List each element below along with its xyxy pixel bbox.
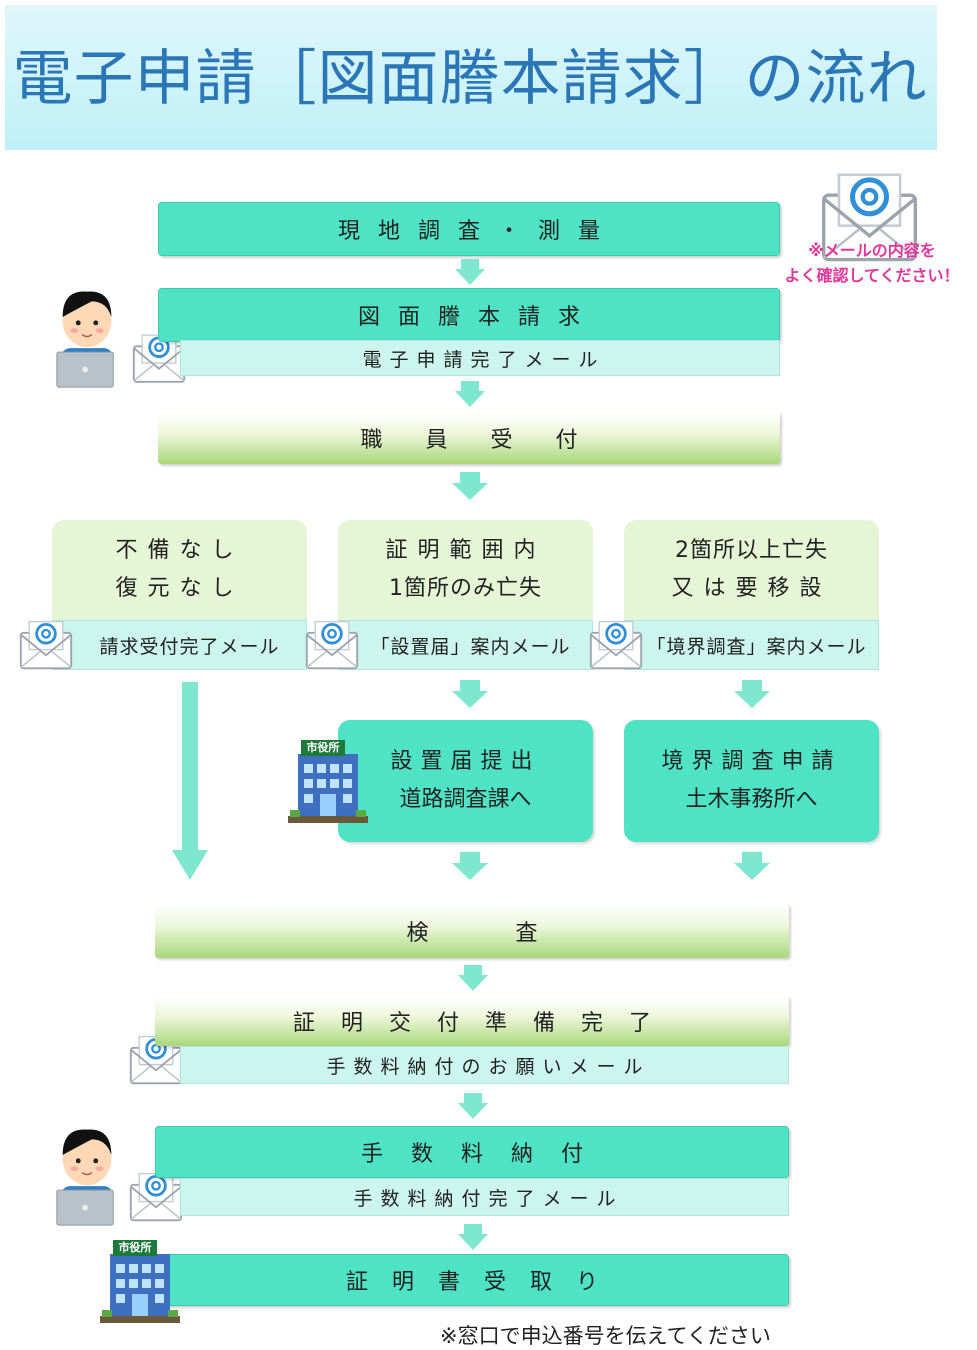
- arrow-down-icon: [455, 381, 485, 407]
- branch-b: 証明範囲内 1箇所のみ亡失: [338, 520, 593, 620]
- arrow-down-icon: [452, 680, 488, 708]
- step-pay: 手数料納付: [155, 1126, 789, 1178]
- city-hall-sign: 市役所: [301, 740, 345, 756]
- page-title: 電子申請［図面謄本請求］の流れ: [0, 30, 940, 117]
- branch-a-line-2: 復元なし: [115, 570, 243, 608]
- fee-request-mail: 手数料納付のお願いメール: [180, 1046, 789, 1084]
- branch-c: 2箇所以上亡失 又は要移設: [624, 520, 879, 620]
- step-staff-reception: 職 員 受 付: [158, 412, 780, 464]
- submit-installation-label: 設置届提出: [390, 743, 540, 781]
- branch-b-line-2: 1箇所のみ亡失: [389, 570, 542, 608]
- request-complete-mail: 電子申請完了メール: [180, 340, 780, 376]
- city-hall-sign: 市役所: [113, 1240, 157, 1256]
- branch-c-mail: 「境界調査」案内メール: [624, 620, 879, 670]
- email-at-icon: [588, 616, 644, 672]
- check-mail-note: ※メールの内容を よく確認してください！: [772, 238, 972, 288]
- footer-note: ※窓口で申込番号を伝えてください: [440, 1320, 860, 1350]
- arrow-down-icon: [458, 965, 488, 991]
- boundary-survey-dept: 土木事務所へ: [685, 781, 817, 819]
- pay-complete-mail: 手数料納付完了メール: [180, 1178, 789, 1216]
- email-at-icon: [18, 616, 74, 672]
- branch-a-line-1: 不備なし: [115, 532, 243, 570]
- boundary-survey-box: 境界調査申請 土木事務所へ: [624, 720, 879, 842]
- person-laptop-icon: [52, 1118, 122, 1230]
- arrow-down-icon: [458, 1093, 488, 1119]
- arrow-down-icon: [452, 472, 488, 500]
- submit-installation-dept: 道路調査課へ: [399, 781, 531, 819]
- arrow-down-icon: [455, 259, 485, 285]
- boundary-survey-label: 境界調査申請: [661, 743, 841, 781]
- branch-a-mail: 請求受付完了メール: [52, 620, 307, 670]
- email-at-icon: [304, 616, 360, 672]
- person-laptop-icon: [52, 280, 122, 392]
- note-line-2: よく確認してください！: [772, 263, 972, 288]
- branch-c-line-2: 又は要移設: [671, 570, 831, 608]
- step-inspection: 検 査: [155, 904, 789, 958]
- note-line-1: ※メールの内容を: [772, 238, 972, 263]
- step-receive: 証明書受取り: [155, 1254, 789, 1306]
- branch-c-line-1: 2箇所以上亡失: [675, 532, 828, 570]
- arrow-down-icon: [734, 852, 770, 880]
- arrow-down-icon: [452, 852, 488, 880]
- branch-b-line-1: 証明範囲内: [385, 532, 545, 570]
- step-survey: 現地調査・測量: [158, 202, 780, 256]
- step-ready: 証明交付準備完了: [155, 996, 789, 1046]
- branch-b-mail: 「設置届」案内メール: [338, 620, 593, 670]
- arrow-down-icon: [458, 1224, 488, 1250]
- arrow-down-icon: [734, 680, 770, 708]
- branch-a: 不備なし 復元なし: [52, 520, 307, 620]
- submit-installation-box: 設置届提出 道路調査課へ: [338, 720, 593, 842]
- step-request: 図面謄本請求: [158, 288, 780, 342]
- long-arrow-down-icon: [172, 682, 208, 880]
